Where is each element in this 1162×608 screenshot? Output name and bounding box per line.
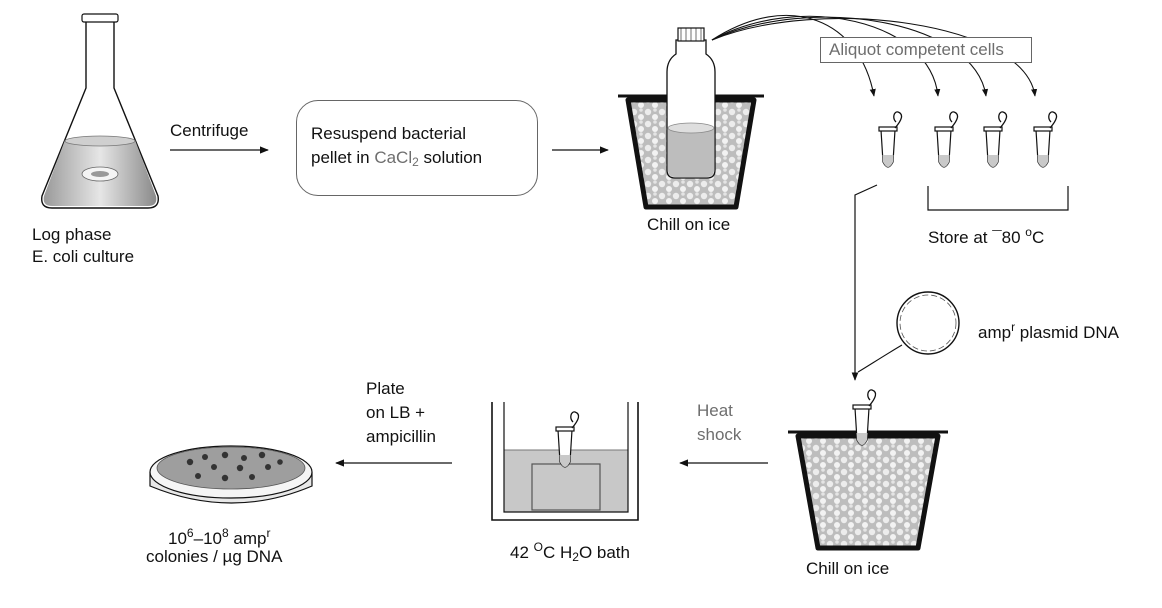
- colonies-dash: –: [193, 529, 204, 548]
- store-label: Store at ¯80 oC: [928, 221, 1044, 249]
- chill-on-ice-top-label: Chill on ice: [647, 215, 731, 234]
- plasmid-text: plasmid DNA: [1015, 323, 1119, 342]
- culture-label-line1: Log phase: [32, 225, 112, 244]
- ice-bucket-top-icon: [618, 27, 764, 210]
- colonies-base2: 10: [203, 529, 222, 548]
- aliquot-box: Aliquot competent cells: [820, 37, 1032, 63]
- aliquot-label: Aliquot competent cells: [829, 40, 1004, 59]
- bath-temp: 42: [510, 543, 534, 562]
- plate-line2: on LB +: [366, 403, 426, 422]
- plate-line1: Plate: [366, 379, 405, 398]
- colonies-line2: colonies / µg DNA: [146, 547, 283, 566]
- petri-dish-icon: [149, 445, 313, 504]
- bath-unit: C H: [542, 543, 573, 562]
- bath-post: O bath: [578, 543, 630, 562]
- plate-line3: ampicillin: [366, 427, 436, 446]
- flask-icon: [41, 13, 159, 209]
- bath-degree: O: [533, 540, 543, 554]
- colonies-base1: 10: [168, 529, 187, 548]
- plasmid-label: ampr plasmid DNA: [978, 316, 1119, 344]
- tube-icon-4: [1033, 111, 1058, 168]
- resuspend-line2: pellet in CaCl2 solution: [311, 147, 482, 173]
- store-temp: ¯80: [992, 228, 1026, 247]
- plasmid-arrow: [857, 344, 903, 373]
- tube-icon-3: [983, 111, 1008, 168]
- plasmid-sup: r: [1011, 320, 1016, 334]
- colonies-amp: amp: [228, 529, 267, 548]
- heat-shock-line2: shock: [697, 425, 742, 444]
- culture-label-line2: E. coli culture: [32, 247, 135, 266]
- colonies-exp1: 6: [186, 526, 194, 540]
- resuspend-line1: Resuspend bacterial: [311, 124, 466, 143]
- bath-subscript: 2: [572, 550, 579, 564]
- store-bracket: [927, 186, 1069, 211]
- resuspend-box: Resuspend bacterial pellet in CaCl2 solu…: [296, 100, 538, 196]
- chill-on-ice-bottom-label: Chill on ice: [806, 559, 890, 578]
- reagent-label: CaCl2: [374, 148, 419, 169]
- water-bath-icon: [491, 402, 639, 521]
- resuspend-line2-post: solution: [418, 148, 483, 167]
- heat-shock-line1: Heat: [697, 401, 733, 420]
- aliquot-curves: [711, 14, 1038, 97]
- colonies-exp2: 8: [222, 526, 229, 540]
- store-pre: Store at: [928, 228, 993, 247]
- store-unit: C: [1031, 228, 1045, 247]
- plasmid-amp: amp: [978, 323, 1012, 342]
- store-degree: o: [1025, 225, 1032, 239]
- reagent-name: CaCl: [374, 148, 413, 167]
- arrow-down: [851, 184, 878, 381]
- centrifuge-label: Centrifuge: [170, 121, 249, 140]
- colonies-line1: 106–108 ampr: [168, 522, 270, 550]
- tube-icon-2: [934, 111, 959, 168]
- bath-label: 42 OC H2O bath: [510, 536, 630, 568]
- resuspend-line2-pre: pellet in: [311, 148, 375, 167]
- colonies-amp-sup: r: [266, 526, 271, 540]
- reagent-subscript: 2: [412, 155, 419, 169]
- plasmid-icon: [896, 291, 960, 355]
- ice-bucket-bottom-icon: [788, 389, 948, 551]
- tube-icon-1: [878, 111, 903, 168]
